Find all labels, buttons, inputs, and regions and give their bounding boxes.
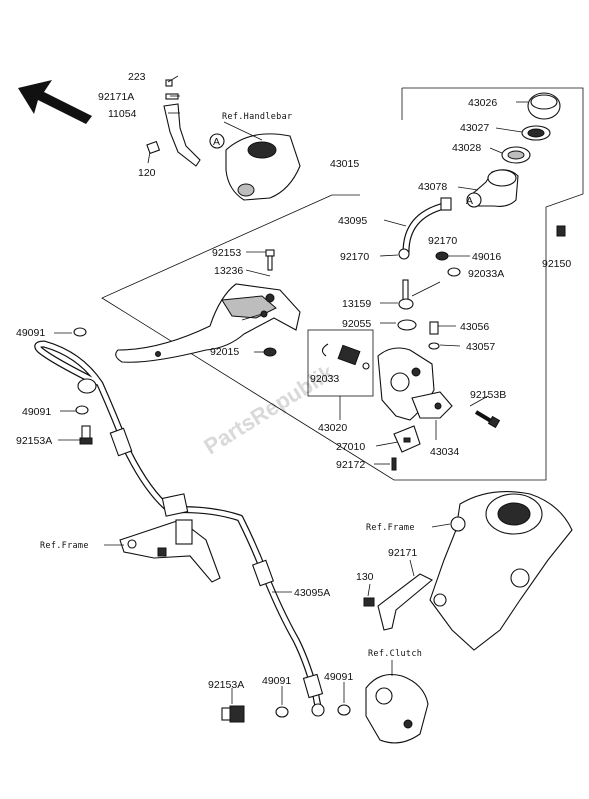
label-92171A: 92171A [98,91,134,103]
ref-handlebar: Ref.Handlebar [222,112,292,122]
direction-arrow-icon [18,80,92,124]
label-43095A: 43095A [294,587,330,599]
clutch-hose [34,340,325,717]
clutch-switch [393,425,421,453]
label-92153A-left: 92153A [16,435,52,447]
clutch-lever [115,283,301,363]
label-49091-mid: 49091 [22,406,51,418]
label-92033A: 92033A [468,268,504,280]
ref-frame-right: Ref.Frame [366,523,415,533]
ref-clutch: Ref.Clutch [368,649,422,659]
label-92171: 92171 [388,547,417,559]
banjo-bolt-bottom [221,705,245,723]
label-43015: 43015 [330,158,359,170]
label-43034: 43034 [430,446,459,458]
label-92172: 92172 [336,459,365,471]
ref-frame-left: Ref.Frame [40,541,89,551]
label-43057: 43057 [466,341,495,353]
pivot-bolt [265,249,275,271]
label-92153: 92153 [212,247,241,259]
pushrod [397,279,417,331]
clutch-slave [365,673,429,744]
banjo-bolt-left [79,425,93,445]
circle-a-right: A [466,195,473,207]
label-223: 223 [128,71,146,83]
label-92170-upper: 92170 [428,235,457,247]
label-92033: 92033 [310,373,339,385]
handlebar-bracket [146,79,301,201]
label-43026: 43026 [468,97,497,109]
label-92153A-bottom: 92153A [208,679,244,691]
label-120: 120 [138,167,156,179]
master-cylinder [377,347,453,421]
label-43095: 43095 [338,215,367,227]
label-92170-lower: 92170 [340,251,369,263]
circle-a-left: A [213,136,220,148]
label-92015: 92015 [210,346,239,358]
label-49091-bottom-right: 49091 [324,671,353,683]
label-43078: 43078 [418,181,447,193]
label-92153B: 92153B [470,389,506,401]
washer-49091-bottom-right [337,704,351,716]
frame-left [119,519,221,583]
bolt-130 [363,597,375,607]
label-49091-top: 49091 [16,327,45,339]
reservoir-hose [402,197,452,256]
piston-kit [321,343,370,370]
reservoir-group [466,92,561,208]
label-92055: 92055 [342,318,371,330]
label-13159: 13159 [342,298,371,310]
piston-kit-box [307,329,374,397]
frame-right [429,491,573,651]
hose-clamp [377,573,433,631]
bleed-valve [428,321,440,350]
label-27010: 27010 [336,441,365,453]
label-43028: 43028 [452,142,481,154]
clamp-bolt [474,410,501,429]
label-11054: 11054 [108,108,137,120]
label-92150: 92150 [542,258,571,270]
label-43027: 43027 [460,122,489,134]
label-43056: 43056 [460,321,489,333]
label-130: 130 [356,571,374,583]
label-13236: 13236 [214,265,243,277]
washer-49091-top [73,327,87,337]
label-49016: 49016 [472,251,501,263]
label-43020: 43020 [318,422,347,434]
label-49091-bottom-left: 49091 [262,675,291,687]
assembly-outline [101,87,584,481]
washer-49091-mid [75,405,89,415]
washer-49091-bottom-left [275,706,289,718]
